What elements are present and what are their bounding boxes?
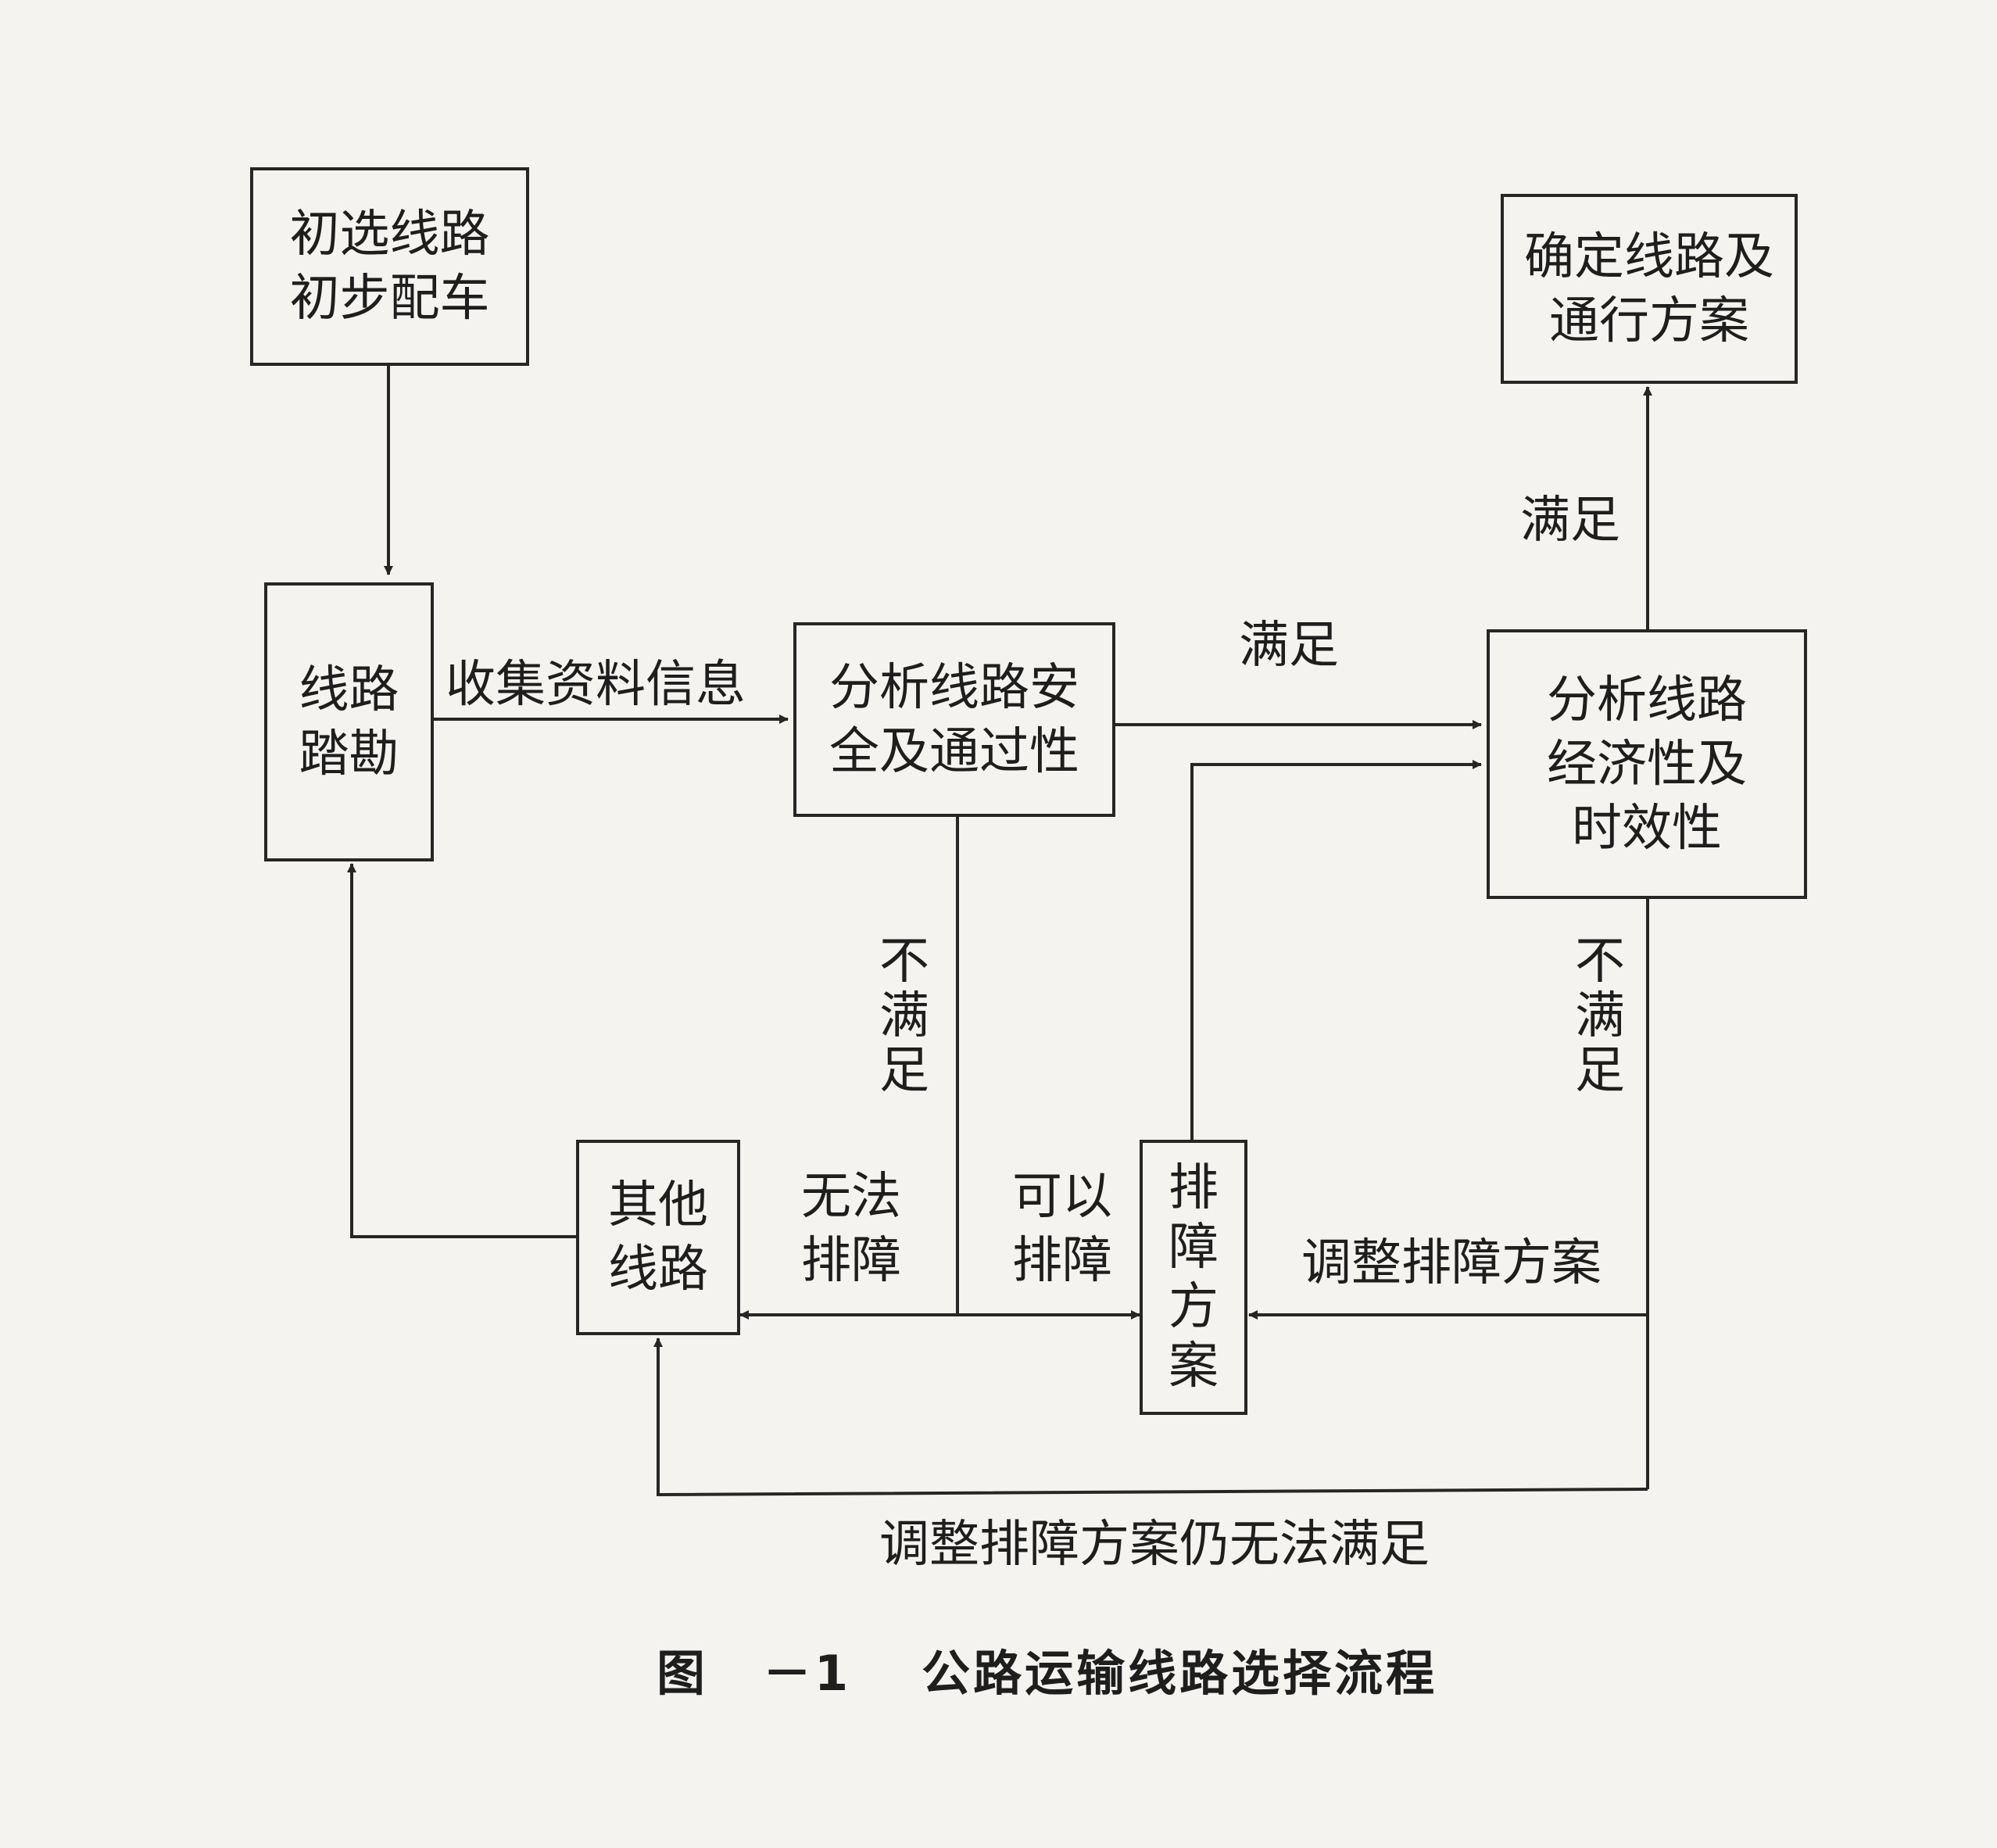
figure-caption: 图 －1 公路运输线路选择流程 [657,1634,1437,1704]
label-cannot-clear: 无法 排障 [801,1168,901,1290]
caption-title: 公路运输线路选择流程 [922,1645,1438,1702]
label-adjust-still-fail: 调整排障方案仍无法满足 [879,1516,1430,1574]
node-safety-analysis: 分析线路安 全及通过性 [793,622,1115,817]
node-economy-analysis: 分析线路 经济性及 时效性 [1487,629,1807,899]
node-clearance-plan: 排 障 方 案 [1140,1140,1247,1415]
caption-number: －1 [763,1645,852,1702]
label-not-satisfy-safety: 不 满 足 [879,933,929,1100]
node-route-survey: 线路 踏勘 [264,582,434,861]
label-satisfy-economy: 满足 [1520,492,1620,550]
label-collect-info: 收集资料信息 [446,656,746,714]
label-not-satisfy-economy: 不 满 足 [1575,933,1625,1100]
edge-other-to-survey [347,863,576,1238]
caption-prefix: 图 [657,1645,709,1702]
node-final-plan: 确定线路及 通行方案 [1501,194,1798,384]
node-other-route: 其他 线路 [576,1140,740,1335]
node-preliminary-route: 初选线路 初步配车 [250,167,529,366]
label-can-clear: 可以 排障 [1012,1168,1112,1290]
label-adjust-plan: 调整排障方案 [1301,1234,1602,1292]
edge-still-fail-to-other [653,1338,1648,1497]
label-satisfy-safety: 满足 [1239,617,1339,675]
edge-clearance-to-economy [1190,760,1482,1140]
